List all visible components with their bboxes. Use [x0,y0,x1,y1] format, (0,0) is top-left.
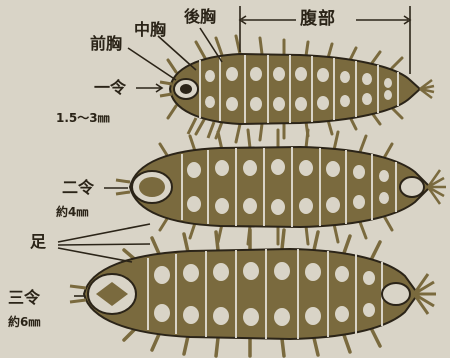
label-first-instar-length: 1.5～3㎜ [56,112,110,124]
label-first-instar: 一令 [94,80,126,96]
label-legs: 足 [30,234,46,250]
label-metathorax: 後胸 [184,9,216,25]
label-prothorax: 前胸 [90,36,122,52]
label-mesothorax: 中胸 [134,22,166,38]
larva-first-instar [160,36,434,142]
label-second-instar-length: 約4㎜ [56,206,88,218]
larva-third-instar [70,230,436,356]
larva-second-instar [116,130,446,244]
label-third-instar-length: 約6㎜ [8,316,40,328]
label-second-instar: 二令 [62,180,94,196]
label-third-instar: 三令 [8,290,40,306]
label-abdomen: 腹部 [300,11,336,28]
